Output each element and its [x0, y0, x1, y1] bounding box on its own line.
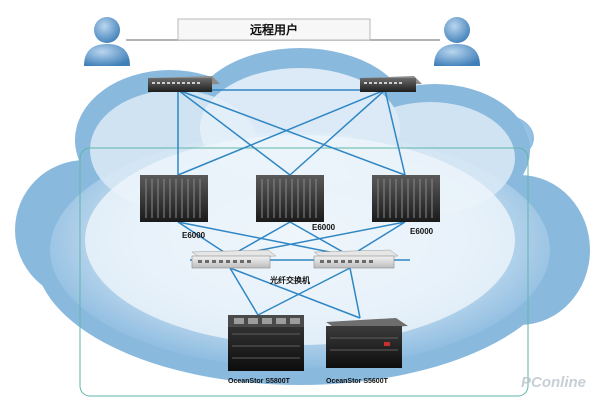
storage-right-label: OceanStor S5600T: [326, 378, 389, 385]
blade-middle-label: E6000: [312, 223, 336, 232]
network-links: [177, 89, 410, 319]
storage-array-left-icon: [228, 315, 304, 371]
blade-server-middle-icon: [256, 175, 324, 222]
title-text: 远程用户: [250, 22, 298, 37]
blade-left-label: E6000: [182, 231, 206, 240]
fc-switch-label: 光纤交换机: [269, 275, 310, 285]
blade-right-label: E6000: [410, 227, 434, 236]
fc-switch-left-icon: [191, 249, 277, 269]
blade-server-right-icon: [372, 175, 440, 222]
title-box: [177, 18, 371, 41]
storage-left-label: OceanStor S5800T: [228, 378, 291, 385]
fc-switch-right-icon: [313, 249, 399, 269]
blade-server-left-icon: [140, 175, 208, 222]
storage-array-right-icon: [326, 318, 408, 368]
network-switch-right-icon: [360, 76, 422, 92]
remote-user-left-icon: [84, 17, 130, 66]
cluster-frame: [79, 147, 529, 397]
watermark-text: PConline: [521, 374, 586, 391]
network-switch-left-icon: [148, 76, 220, 92]
remote-user-right-icon: [434, 17, 480, 66]
